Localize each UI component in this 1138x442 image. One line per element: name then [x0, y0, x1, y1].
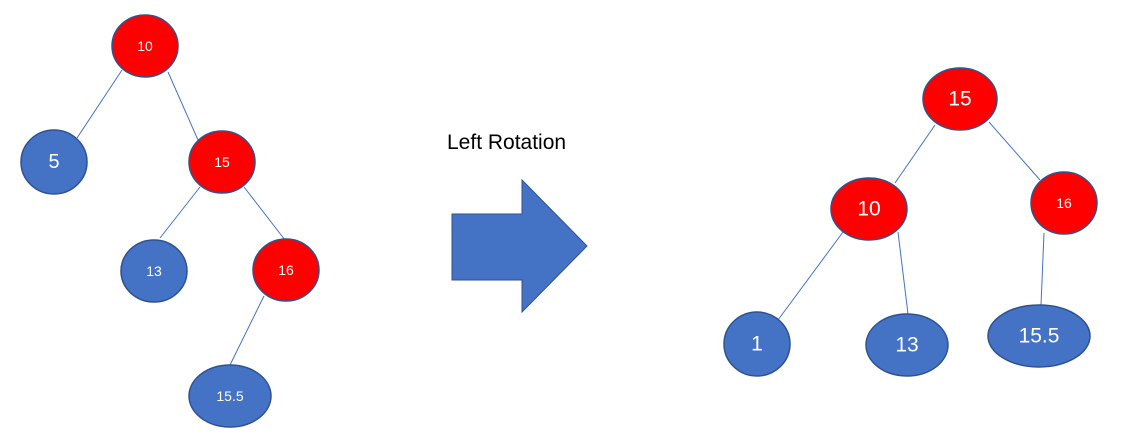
tree-node-b155: 15.5	[188, 364, 272, 428]
tree-node-b10: 10	[111, 14, 179, 78]
tree-node-a1: 1	[723, 311, 791, 377]
tree-node-a10: 10	[830, 177, 908, 241]
blue-node-circle	[20, 129, 88, 195]
red-node-circle	[1030, 171, 1098, 235]
edge-a10-a13	[897, 231, 909, 315]
node-label: 15.5	[216, 388, 243, 404]
edge-b15-b16	[243, 186, 286, 241]
before-tree-edges	[76, 69, 286, 366]
tree-node-a13: 13	[865, 313, 949, 377]
node-label: 16	[1056, 195, 1072, 211]
node-label: 16	[278, 262, 294, 278]
blue-node-circle	[120, 239, 188, 303]
edge-b15-b13	[159, 186, 201, 239]
rotation-caption: Left Rotation	[447, 131, 566, 154]
tree-node-a155: 15.5	[987, 304, 1091, 368]
node-label: 5	[48, 151, 59, 173]
red-node-circle	[111, 14, 179, 78]
node-label: 1	[751, 333, 763, 356]
edge-a15-a10	[894, 124, 936, 184]
node-label: 13	[146, 263, 162, 279]
red-node-circle	[252, 238, 320, 302]
blue-node-circle	[865, 313, 949, 377]
node-label: 15	[214, 154, 230, 170]
node-label: 10	[137, 38, 153, 54]
node-label: 15.5	[1019, 325, 1060, 348]
edge-a16-a155	[1040, 232, 1045, 306]
tree-node-b13: 13	[120, 239, 188, 303]
edge-b10-b5	[76, 69, 123, 139]
tree-node-b15: 15	[188, 130, 256, 194]
tree-node-b5: 5	[20, 129, 88, 195]
edge-b10-b15	[167, 71, 199, 141]
node-label: 15	[948, 88, 971, 111]
red-node-circle	[830, 177, 908, 241]
red-node-circle	[922, 67, 998, 131]
right-arrow-icon	[451, 178, 588, 314]
red-node-circle	[188, 130, 256, 194]
after-tree: 15 10 16 1 13 15.5	[723, 67, 1098, 377]
blue-node-circle	[188, 364, 272, 428]
tree-node-b16: 16	[252, 238, 320, 302]
blue-node-circle	[987, 304, 1091, 368]
edge-b16-b155	[229, 295, 265, 366]
edge-a15-a16	[988, 121, 1041, 181]
after-tree-edges	[777, 121, 1045, 321]
tree-node-a15: 15	[922, 67, 998, 131]
tree-node-a16: 16	[1030, 171, 1098, 235]
edge-a10-a1	[777, 231, 844, 321]
blue-node-circle	[723, 311, 791, 377]
node-label: 10	[857, 198, 880, 221]
node-label: 13	[895, 334, 918, 357]
before-tree: 10 5 15 13 16 15.5	[20, 14, 320, 428]
